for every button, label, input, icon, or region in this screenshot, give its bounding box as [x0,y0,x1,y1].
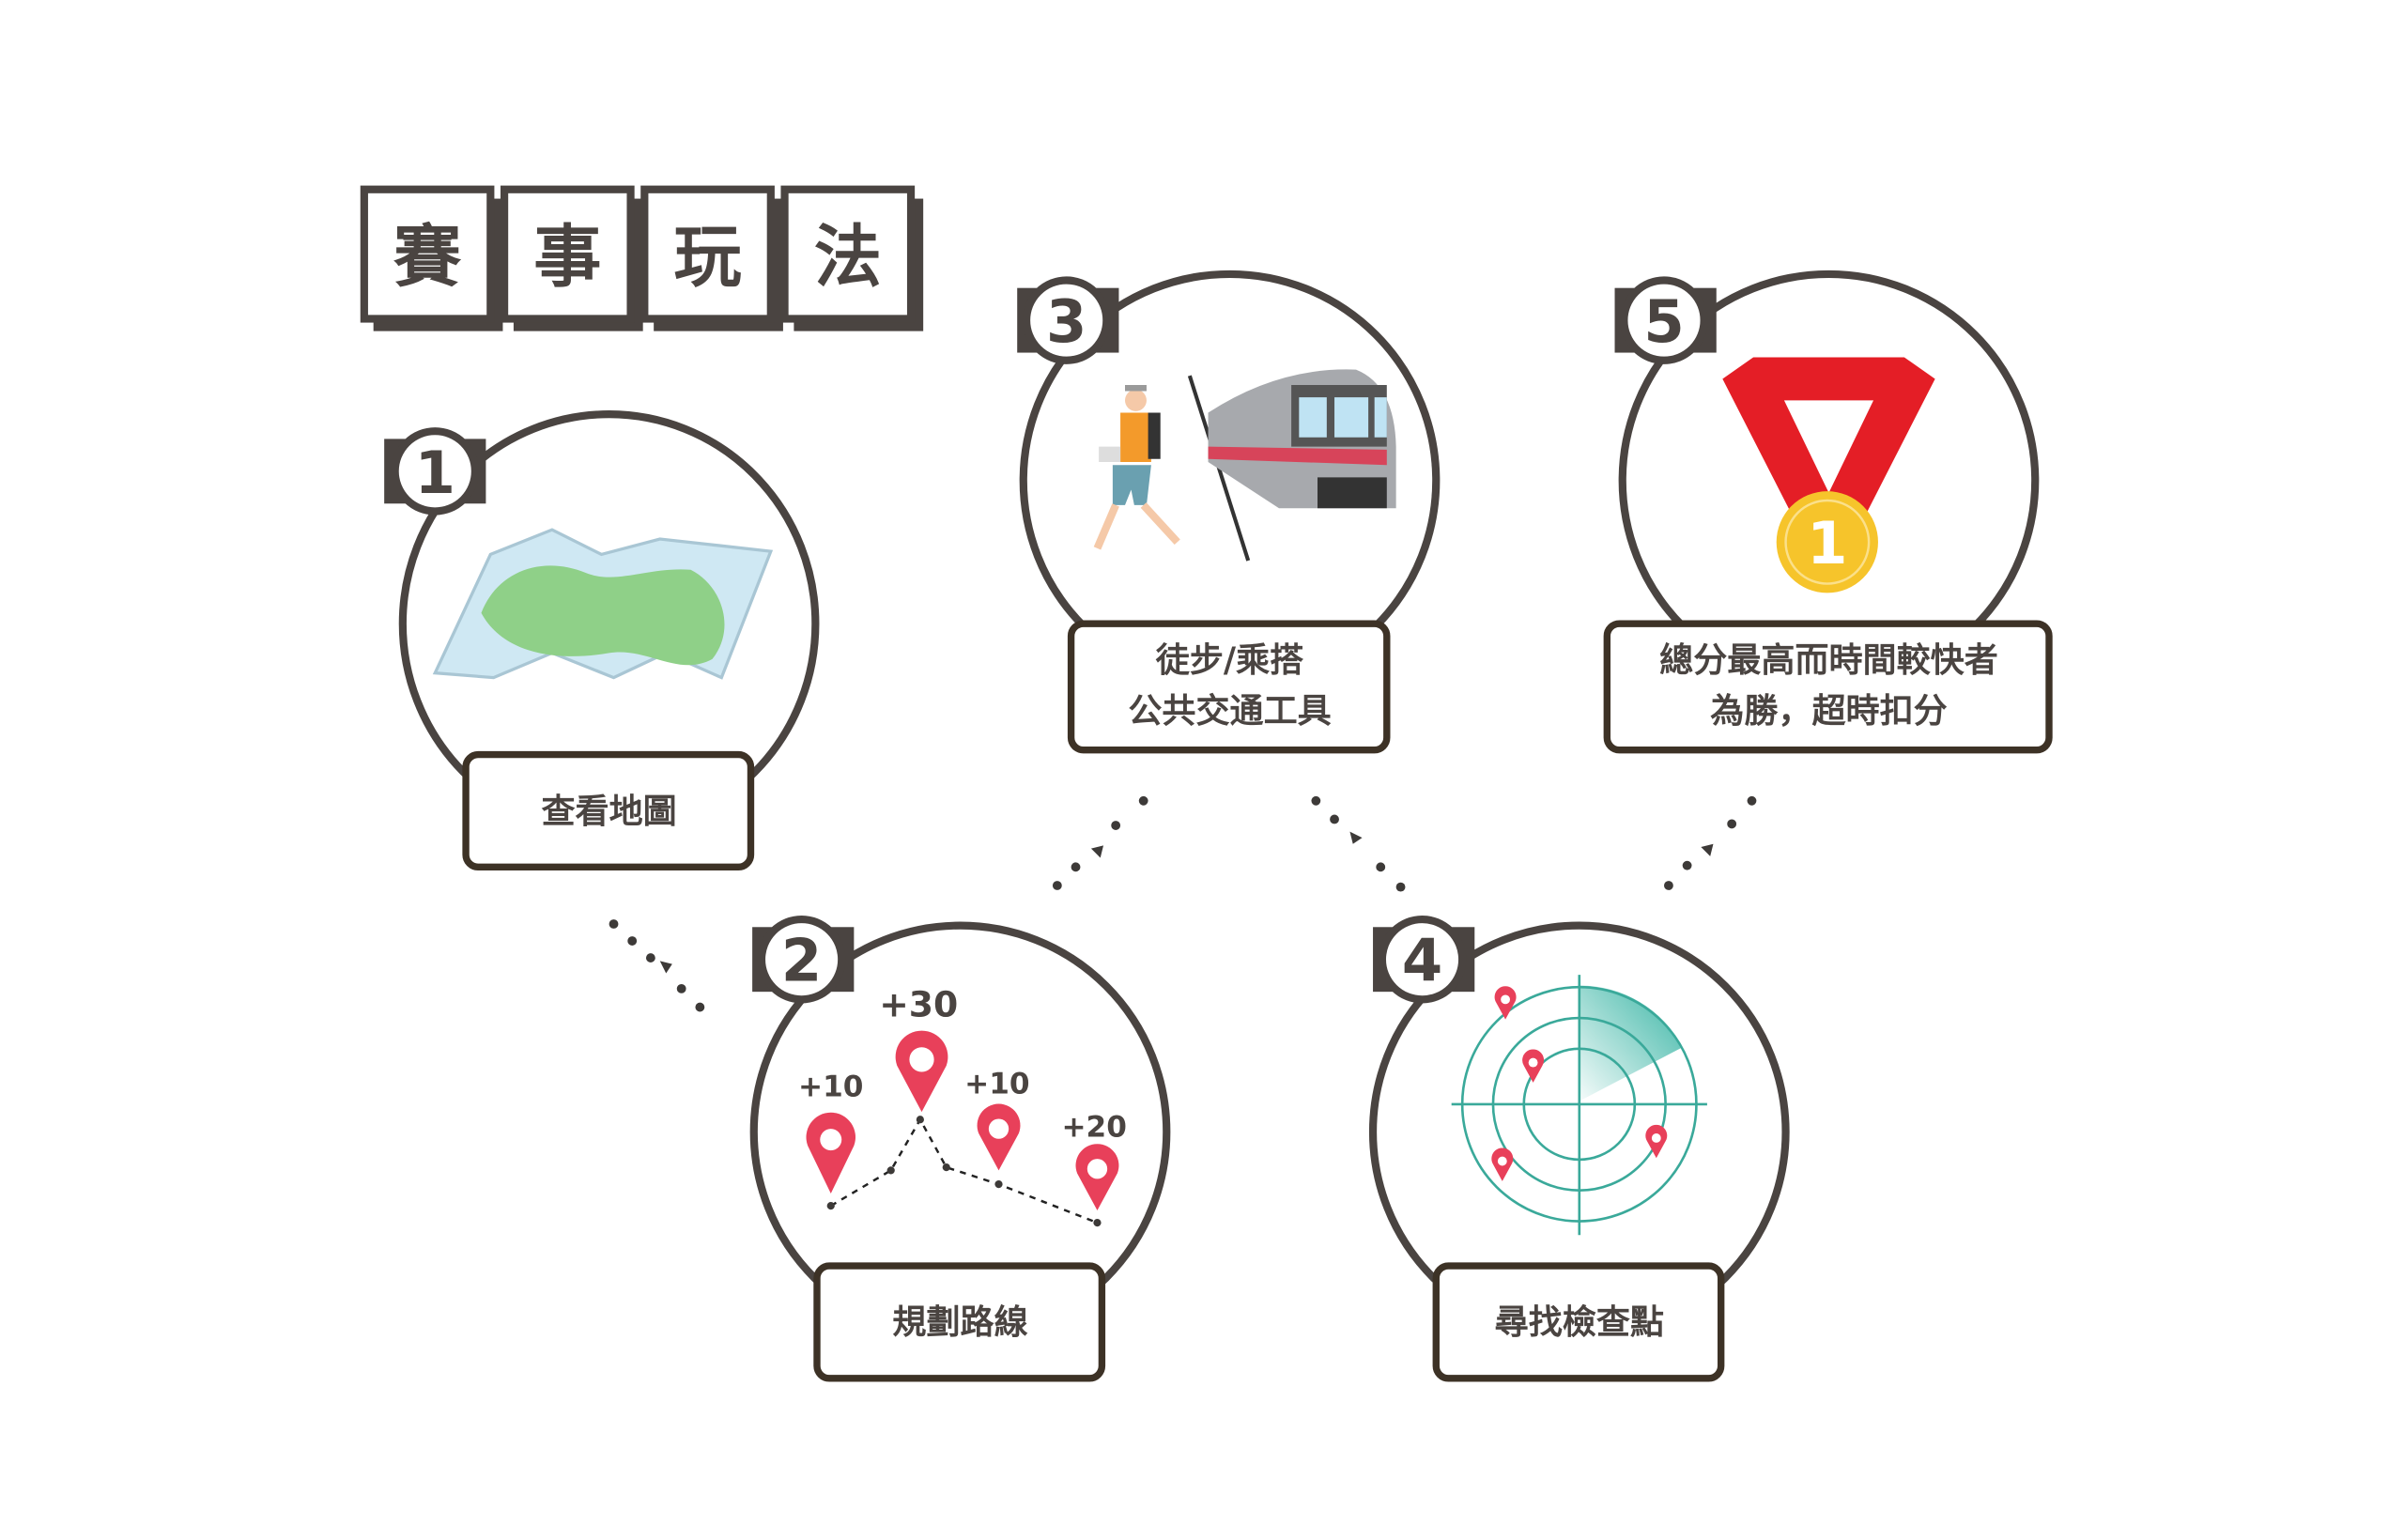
step-5: 1 5 總分最高而時間較快者 為勝，超時扣分 [1603,270,2053,754]
step-label: 規劃路線 [892,1302,1027,1342]
title-char: 事 [533,218,601,297]
map-icon [432,528,774,680]
medal-icon: 1 [1722,357,1935,593]
connector-2-3 [1052,795,1148,890]
route-pins-icon: +10 +30 +10 +20 [798,983,1127,1227]
connector-1-2 [609,919,705,1012]
points-label: +30 [879,983,958,1024]
step-4: 4 尋找檢查點 [1368,915,1790,1382]
title-tile: 賽 [360,185,503,331]
connector-3-4 [1311,795,1406,892]
step-number-badge [1620,276,1708,364]
train-icon [1208,369,1396,509]
walk-train-icon [1093,369,1396,562]
points-label: +10 [798,1070,863,1104]
step-number: 3 [1046,287,1086,356]
connector-4-5 [1664,795,1757,890]
title-char: 法 [814,218,882,297]
step-label-box [1067,620,1391,754]
step-label: 公共交通工具 [1128,691,1331,731]
step-number: 2 [781,927,822,995]
title-char: 玩 [673,218,741,297]
checkpoint-pins [1491,986,1668,1181]
title-tile: 事 [500,185,643,331]
pin-icon [806,1112,855,1194]
title-char: 賽 [393,218,462,297]
step-number: 5 [1643,287,1684,356]
step-label-box [1603,620,2053,754]
step-label: 查看地圖 [541,792,676,831]
step-number-badge [1378,915,1467,1004]
step-label-box [1432,1262,1725,1382]
title-tile: 法 [780,185,924,331]
step-label: 為勝，超時扣分 [1710,691,1947,731]
step-3: 3 徒步/乘搭 公共交通工具 [1017,270,1441,754]
title-tile: 玩 [640,185,783,331]
step-label: 總分最高而時間較快者 [1659,640,1998,680]
step-label-box [462,750,755,871]
pin-icon [895,1030,948,1113]
step-number-badge [391,427,480,516]
step-label-box [813,1262,1106,1382]
medal-number: 1 [1807,509,1847,578]
step-number: 1 [415,439,455,507]
title-tiles: 賽 事 玩 法 [360,185,924,331]
step-number-badge [757,915,846,1004]
step-label: 尋找檢查點 [1495,1302,1664,1342]
step-label: 徒步/乘搭 [1155,640,1303,680]
points-label: +10 [964,1067,1029,1101]
pin-icon [977,1103,1021,1171]
step-2: +10 +30 +10 +20 2 規劃路線 [749,915,1171,1382]
walker-icon [1093,385,1180,550]
step-1: 1 查看地圖 [384,410,820,871]
points-label: +20 [1061,1110,1126,1144]
radar-icon [1451,975,1707,1236]
step-number: 4 [1402,927,1442,995]
step-number-badge [1022,276,1111,364]
pin-icon [1075,1144,1119,1211]
